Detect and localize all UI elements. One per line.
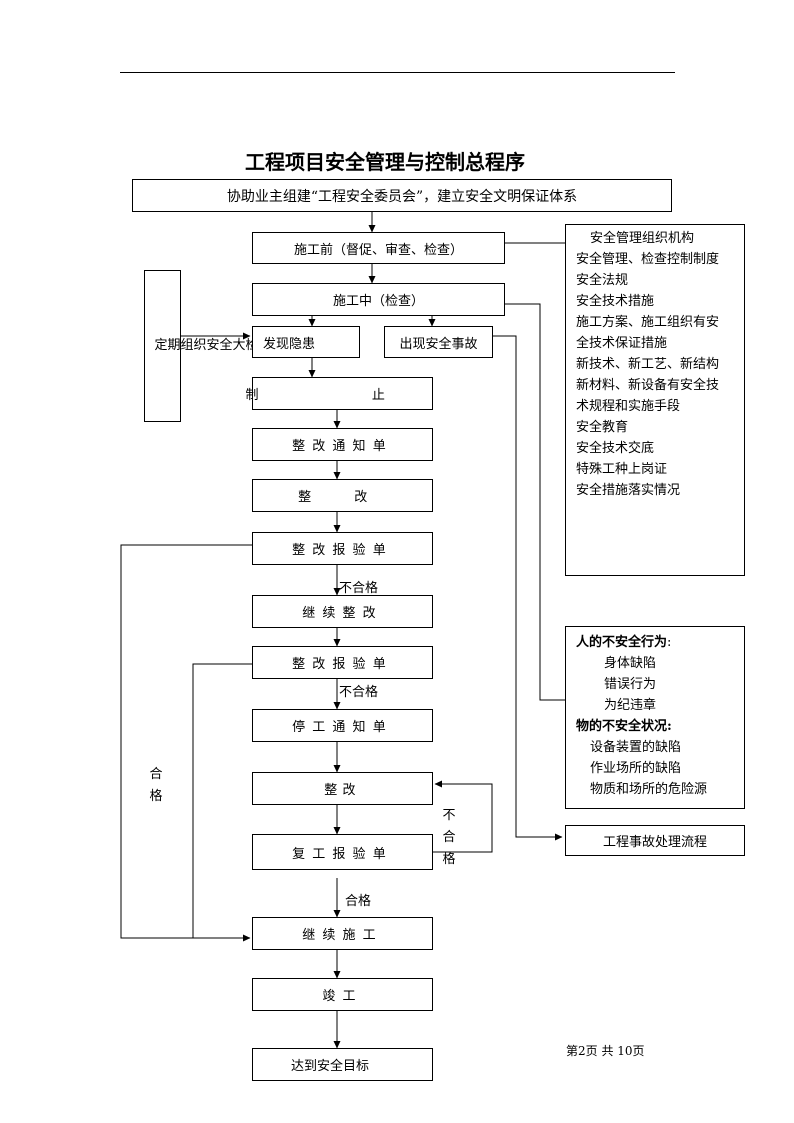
step-committee: 协助业主组建“工程安全委员会”，建立安全文明保证体系 bbox=[132, 179, 672, 212]
object-unsafe-item: 物质和场所的危险源 bbox=[590, 782, 708, 797]
arrow-report-pass-left bbox=[120, 544, 252, 942]
measure-item: 特殊工种上岗证 bbox=[576, 462, 668, 477]
label-fail-3: 不合格 bbox=[442, 808, 456, 867]
measure-item: 新技术、新工艺、新结构 bbox=[576, 357, 720, 372]
step-continue-rectify: 继续整改 bbox=[252, 595, 433, 628]
measure-item: 安全法规 bbox=[576, 273, 629, 288]
label-pass-left: 合格 bbox=[149, 767, 163, 804]
human-unsafe-colon: : bbox=[667, 635, 672, 650]
human-unsafe-heading: 人的不安全行为: bbox=[576, 633, 671, 653]
link-report2-pass-left bbox=[192, 663, 252, 938]
object-unsafe-item: 作业场所的缺陷 bbox=[590, 761, 682, 776]
step-continue-rectify-label: 继续整改 bbox=[302, 606, 383, 621]
step-rectify: 整 改 bbox=[252, 479, 433, 512]
human-unsafe-item: 为纪违章 bbox=[604, 698, 657, 713]
measure-item: 全技术保证措施 bbox=[576, 336, 668, 351]
step-continue-work: 继续施工 bbox=[252, 917, 433, 950]
page-title: 工程项目安全管理与控制总程序 bbox=[245, 150, 525, 174]
human-unsafe-item: 身体缺陷 bbox=[604, 656, 657, 671]
measure-item: 安全管理组织机构 bbox=[590, 231, 695, 246]
measure-item: 安全措施落实情况 bbox=[576, 483, 681, 498]
measure-item: 新材料、新设备有安全技 bbox=[576, 378, 720, 393]
step-continue-work-label: 继续施工 bbox=[302, 928, 383, 943]
step-accident: 出现安全事故 bbox=[384, 326, 493, 358]
header-rule bbox=[120, 72, 675, 73]
step-before-construction: 施工前（督促、审查、检查） bbox=[252, 232, 505, 264]
arrow-accident-to-flow bbox=[493, 335, 563, 841]
step-during-construction: 施工中（检查） bbox=[252, 283, 505, 316]
link-during-to-unsafe bbox=[505, 303, 565, 701]
measures-panel: 安全管理组织机构 安全管理、检查控制制度 安全法规 安全技术措施 施工方案、施工… bbox=[565, 224, 745, 576]
step-rectify-notice: 整改通知单 bbox=[252, 428, 433, 461]
step-stop: 制 止 bbox=[246, 377, 433, 410]
step-stop-label: 制 止 bbox=[245, 388, 440, 403]
step-rectify-notice-label: 整改通知单 bbox=[292, 439, 393, 454]
step-completion-label: 竣工 bbox=[322, 989, 363, 1004]
step-rectify-label: 整 改 bbox=[298, 490, 387, 505]
measure-item: 安全技术措施 bbox=[576, 294, 655, 309]
step-rectify-report: 整改报验单 bbox=[252, 532, 433, 565]
measure-item: 安全教育 bbox=[576, 420, 629, 435]
step-rectify-2: 整改 bbox=[252, 772, 433, 805]
step-stop-work-notice: 停工通知单 bbox=[252, 709, 433, 742]
step-resume-report: 复工报验单 bbox=[252, 834, 433, 870]
unsafe-factors-panel: 人的不安全行为: 身体缺陷 错误行为 为纪违章 物的不安全状况: 设备装置的缺陷… bbox=[565, 626, 745, 809]
step-hazard-found: 发现隐患 bbox=[252, 326, 360, 358]
label-pass-main: 合格 bbox=[345, 894, 372, 909]
step-stop-work-notice-label: 停工通知单 bbox=[292, 720, 393, 735]
measure-item: 施工方案、施工组织有安 bbox=[576, 315, 720, 330]
measure-item: 安全管理、检查控制制度 bbox=[576, 252, 720, 267]
step-completion: 竣工 bbox=[252, 978, 433, 1011]
object-unsafe-item: 设备装置的缺陷 bbox=[590, 740, 682, 755]
label-fail-1: 不合格 bbox=[339, 581, 379, 596]
step-rectify-2-label: 整改 bbox=[324, 783, 361, 798]
step-rectify-report-2: 整改报验单 bbox=[252, 646, 433, 679]
label-fail-2: 不合格 bbox=[339, 685, 379, 700]
accident-handling-flow: 工程事故处理流程 bbox=[565, 825, 745, 856]
periodic-check-box: 定期组织安全大检查 bbox=[144, 270, 272, 422]
human-unsafe-title: 人的不安全行为 bbox=[576, 635, 668, 650]
periodic-check-label: 定期组织安全大检查 bbox=[154, 338, 272, 353]
page-number: 第2页 共 10页 bbox=[566, 1044, 645, 1058]
step-rectify-report-label: 整改报验单 bbox=[292, 543, 393, 558]
object-unsafe-title: 物的不安全状况: bbox=[576, 719, 672, 734]
step-rectify-report-2-label: 整改报验单 bbox=[292, 657, 393, 672]
arrow-resume-fail-loop bbox=[433, 780, 493, 853]
step-safety-goal: 达到安全目标 bbox=[252, 1048, 433, 1081]
step-resume-report-label: 复工报验单 bbox=[292, 846, 393, 862]
measure-item: 安全技术交底 bbox=[576, 441, 655, 456]
human-unsafe-item: 错误行为 bbox=[604, 677, 657, 692]
measure-item: 术规程和实施手段 bbox=[576, 399, 681, 414]
